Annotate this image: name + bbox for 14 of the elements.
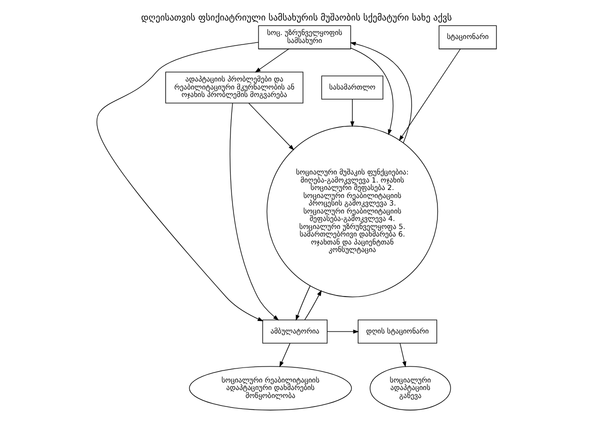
arrow [96,42,263,322]
arrow [295,285,310,321]
diagram-title: დღეისათვის ფსიქიატრიული სამსახურის მუშაობის სქემატური სახე აქვს [140,14,452,24]
arrow [326,330,359,334]
arrow [399,343,406,368]
arrow [304,290,322,320]
arrow [350,99,354,128]
arrow [229,102,278,321]
arrow [254,48,289,73]
arrow [350,48,393,136]
arrow [248,102,294,150]
arrow [349,42,412,144]
arrow [398,48,460,142]
arrow [278,343,290,368]
